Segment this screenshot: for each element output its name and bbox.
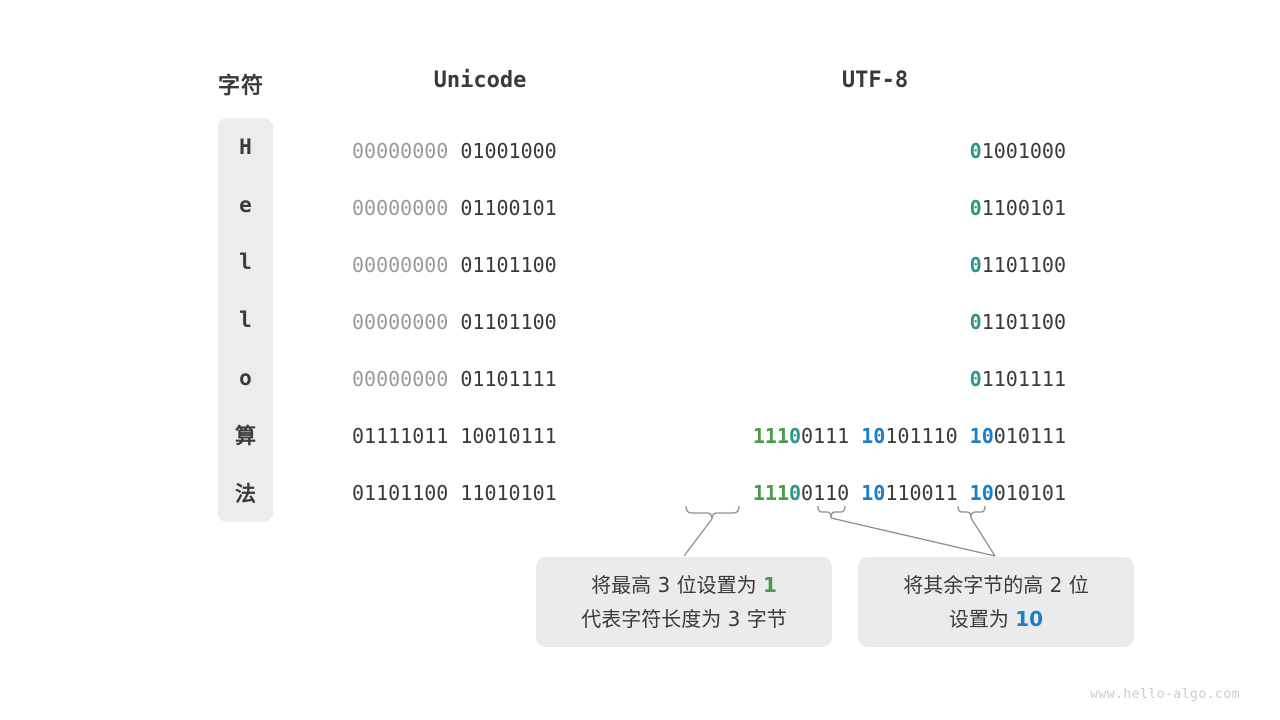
utf8-lead-rest: 0110	[801, 481, 850, 505]
utf8-row-4: 01101111	[970, 367, 1066, 391]
callout-lead-line1-text: 将最高 3 位设置为	[591, 573, 763, 597]
utf8-lead-marker: 0	[969, 367, 982, 391]
char-cell-6: 法	[235, 482, 256, 507]
utf8-lead-ones: 111	[752, 424, 789, 448]
utf8-lead-ones: 111	[752, 481, 789, 505]
utf8-lead-marker: 0	[969, 310, 982, 334]
unicode-byte1: 01101100	[352, 481, 449, 505]
leader-cont2-to-callout	[970, 517, 996, 557]
utf8-cont1-rest: 101110	[885, 424, 958, 448]
unicode-byte2: 01101100	[460, 310, 557, 334]
callout-lead-byte: 将最高 3 位设置为 1 代表字符长度为 3 字节	[536, 557, 832, 647]
unicode-row-6: 01101100 11010101	[352, 481, 557, 505]
char-cell-5: 算	[235, 424, 256, 449]
utf8-lead-marker: 0	[969, 139, 982, 163]
header-utf8: UTF-8	[841, 68, 909, 93]
utf8-lead-rest: 1101100	[981, 253, 1066, 277]
brace-cont1-bits	[817, 505, 846, 519]
unicode-byte2: 01101100	[460, 253, 557, 277]
utf8-cont1-marker: 10	[861, 481, 886, 505]
callout-cont-line2-text: 设置为	[948, 607, 1016, 631]
callout-lead-line2: 代表字符长度为 3 字节	[581, 607, 787, 631]
utf8-cont2-marker: 10	[969, 481, 994, 505]
unicode-byte2: 01101111	[460, 367, 557, 391]
utf8-lead-rest: 1101111	[981, 367, 1066, 391]
char-cell-0: H	[239, 134, 252, 159]
unicode-row-2: 00000000 01101100	[352, 253, 557, 277]
utf8-row-3: 01101100	[970, 310, 1066, 334]
utf8-row-6: 11100110 10110011 10010101	[753, 481, 1066, 505]
callout-cont-line1: 将其余字节的高 2 位	[903, 573, 1089, 597]
callout-lead-emphasis: 1	[762, 573, 777, 597]
utf8-cont1-rest: 110011	[885, 481, 958, 505]
unicode-row-5: 01111011 10010111	[352, 424, 557, 448]
unicode-row-0: 00000000 01001000	[352, 139, 557, 163]
unicode-byte2: 01100101	[460, 196, 557, 220]
leader-cont1-to-callout	[830, 517, 996, 557]
unicode-byte1: 00000000	[352, 310, 449, 334]
unicode-byte2: 11010101	[460, 481, 557, 505]
header-character: 字符	[218, 74, 265, 99]
unicode-byte1: 00000000	[352, 367, 449, 391]
utf8-lead-rest: 1001000	[981, 139, 1066, 163]
utf8-cont1-marker: 10	[861, 424, 886, 448]
char-cell-1: e	[239, 192, 252, 217]
callout-cont-emphasis: 10	[1015, 607, 1044, 631]
utf8-cont2-rest: 010111	[993, 424, 1066, 448]
utf8-lead-rest: 1101100	[981, 310, 1066, 334]
utf8-lead-marker: 0	[969, 196, 982, 220]
unicode-byte2: 01001000	[460, 139, 557, 163]
character-column-panel: H e l l o 算 法	[218, 118, 273, 522]
brace-cont2-bits	[957, 505, 986, 519]
char-cell-2: l	[239, 250, 252, 275]
char-cell-4: o	[239, 365, 252, 390]
callout-continuation-byte: 将其余字节的高 2 位 设置为 10	[858, 557, 1134, 647]
utf8-lead-rest: 1100101	[981, 196, 1066, 220]
unicode-byte2: 10010111	[460, 424, 557, 448]
header-unicode: Unicode	[433, 68, 527, 93]
unicode-row-3: 00000000 01101100	[352, 310, 557, 334]
callout-lead-line1: 将最高 3 位设置为 1	[591, 568, 777, 602]
char-cell-3: l	[239, 307, 252, 332]
utf8-lead-marker: 0	[969, 253, 982, 277]
watermark: www.hello-algo.com	[1090, 687, 1240, 702]
utf8-cont2-rest: 010101	[993, 481, 1066, 505]
utf8-cont2-marker: 10	[969, 424, 994, 448]
unicode-row-4: 00000000 01101111	[352, 367, 557, 391]
utf8-row-0: 01001000	[970, 139, 1066, 163]
leader-lead-to-callout	[683, 518, 713, 557]
utf8-lead-zero: 0	[789, 481, 802, 505]
utf8-lead-rest: 0111	[801, 424, 850, 448]
utf8-row-5: 11100111 10101110 10010111	[753, 424, 1066, 448]
callout-cont-line2: 设置为 10	[949, 602, 1043, 636]
brace-lead-bits	[685, 505, 740, 520]
utf8-lead-zero: 0	[789, 424, 802, 448]
unicode-byte1: 00000000	[352, 196, 449, 220]
utf8-row-2: 01101100	[970, 253, 1066, 277]
utf8-row-1: 01100101	[970, 196, 1066, 220]
unicode-byte1: 00000000	[352, 253, 449, 277]
unicode-byte1: 01111011	[352, 424, 449, 448]
unicode-byte1: 00000000	[352, 139, 449, 163]
unicode-row-1: 00000000 01100101	[352, 196, 557, 220]
